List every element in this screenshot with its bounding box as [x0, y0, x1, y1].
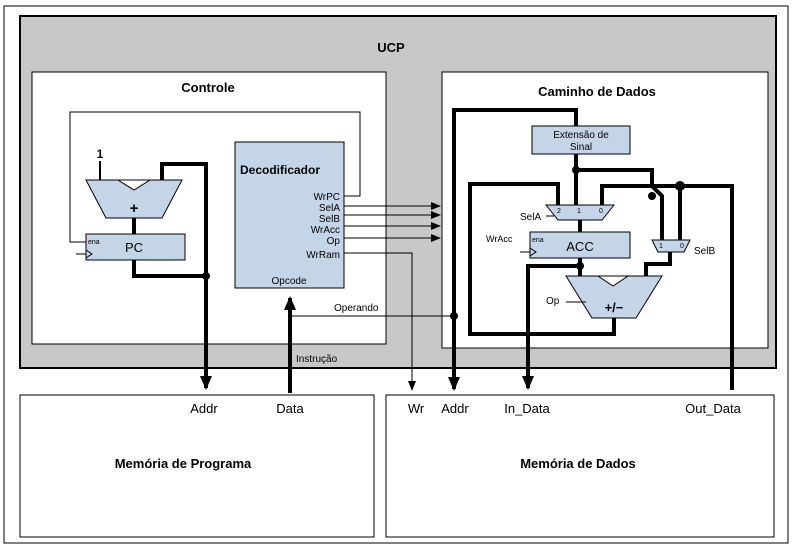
sign-extend-line2: Sinal [570, 142, 592, 153]
wracc-label: WrAcc [486, 234, 513, 244]
operando-label: Operando [334, 303, 379, 314]
program-memory-block [19, 394, 375, 538]
control-title: Controle [181, 80, 234, 95]
decoder-out-selb: SelB [319, 214, 340, 225]
muxb-feedback-wire [600, 184, 680, 205]
decoder-out-wrram: WrRam [306, 250, 340, 261]
decoder-block [234, 141, 345, 289]
decoder-out-sela: SelA [319, 203, 340, 214]
out-data-wire [678, 184, 734, 390]
acc-feedback-wire [468, 182, 560, 330]
mux-a-in2: 2 [557, 208, 561, 215]
datapath-title: Caminho de Dados [538, 84, 656, 99]
mux-a-in1: 1 [577, 208, 581, 215]
mux-b [651, 239, 691, 253]
acc-clock-triangle [529, 247, 537, 257]
mux-b-label: SelB [694, 246, 715, 257]
alu-output-wire [468, 318, 616, 336]
operand-addr-wire [452, 108, 578, 388]
wrram-wire [344, 252, 416, 391]
acc-register [529, 231, 631, 259]
alu-op-label: Op [546, 296, 560, 307]
pc-adder-notch [116, 179, 152, 191]
alu-notch [596, 275, 630, 287]
mux-a-in0: 0 [599, 208, 603, 215]
cpu-title: UCP [377, 40, 405, 55]
decoder-out-op: Op [327, 236, 341, 247]
instruction-label: Instrução [296, 354, 338, 365]
program-memory-data-port: Data [276, 401, 304, 416]
data-memory-wr-port: Wr [408, 401, 425, 416]
mux-b-in0: 0 [680, 243, 684, 250]
muxb-to-alu-wire [644, 252, 672, 276]
decoder-opcode: Opcode [271, 276, 306, 287]
mux-a [544, 204, 616, 221]
program-memory-title: Memória de Programa [115, 456, 252, 471]
data-memory-out-data-port: Out_Data [685, 401, 741, 416]
acc-label: ACC [566, 239, 593, 254]
pc-ena-label: ena [88, 239, 100, 246]
program-memory-addr-port: Addr [190, 401, 218, 416]
acc-ena-label: ena [532, 237, 544, 244]
wrpc-loop-wire [69, 111, 361, 243]
alu [565, 275, 663, 319]
data-memory-in-data-port: In_Data [504, 401, 550, 416]
pc-adder-label: + [130, 200, 139, 217]
data-memory-block [385, 394, 775, 538]
mux-b-in1: 1 [659, 243, 663, 250]
alu-label: +/− [605, 300, 624, 315]
mux-a-label: SelA [520, 212, 541, 223]
data-memory-addr-port: Addr [441, 401, 469, 416]
decoder-out-wrpc: WrPC [314, 192, 340, 203]
pc-label: PC [125, 240, 143, 255]
sign-extend-line1: Extensão de [553, 130, 609, 141]
alu-junction [648, 192, 656, 200]
decoder-title: Decodificador [240, 163, 320, 177]
data-memory-title: Memória de Dados [520, 456, 636, 471]
decoder-out-wracc: WrAcc [311, 225, 340, 236]
pc-const-one: 1 [97, 147, 104, 161]
pc-clock-triangle [85, 249, 93, 259]
sign-extend-block [531, 125, 631, 155]
pc-feedback-wire [132, 162, 208, 278]
acc-to-indata-wire [522, 264, 580, 390]
